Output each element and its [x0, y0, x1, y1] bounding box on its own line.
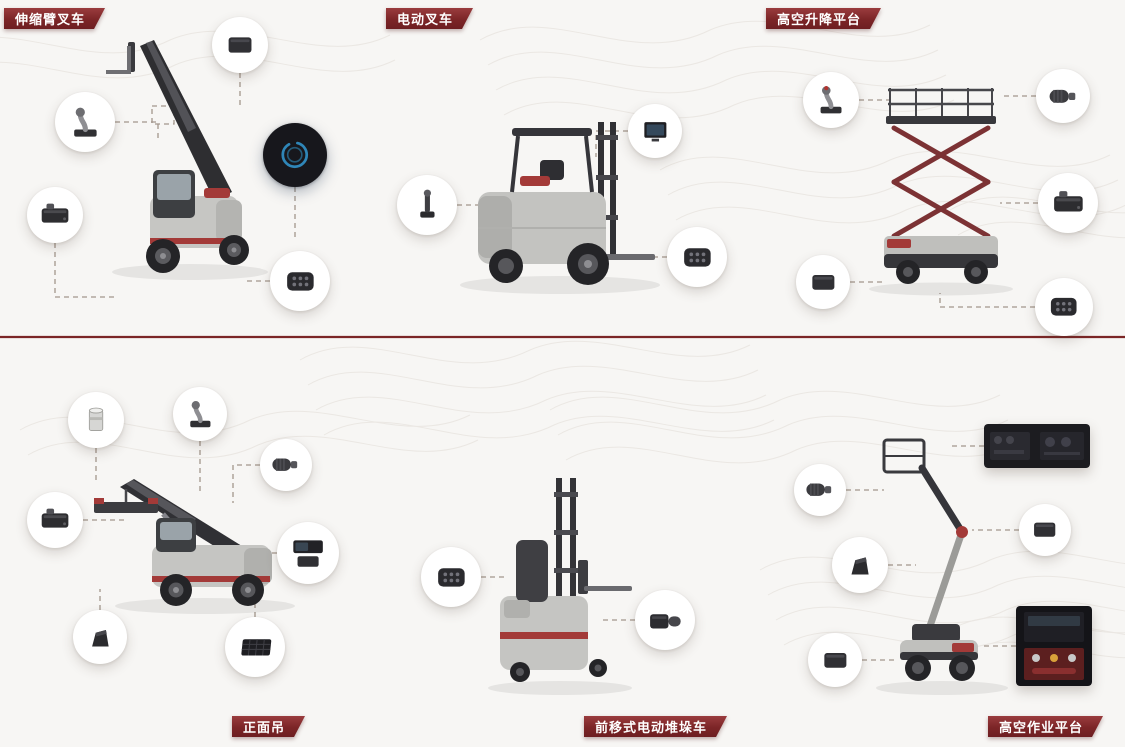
lever-sensor-icon — [407, 185, 448, 226]
component-bubble-filter-cylinder — [68, 392, 124, 448]
component-bubble-drive-motor — [1036, 69, 1090, 123]
component-bubble-power-module — [796, 255, 850, 309]
connector-plate-icon — [677, 237, 718, 278]
control-station-icon — [1016, 606, 1092, 686]
component-bubble-joystick — [55, 92, 115, 152]
foot-pedal-icon — [841, 546, 879, 584]
reach-stacker-image — [94, 479, 295, 614]
component-bubble-power-module — [808, 633, 862, 687]
ribbon-telescopic-forklift: 伸缩臂叉车 — [4, 8, 105, 29]
control-station-image — [1016, 606, 1092, 686]
drive-unit-icon — [645, 600, 686, 641]
foot-pedal-icon — [82, 619, 119, 656]
component-bubble-heat-sink-panel — [225, 617, 285, 677]
callout-connectors — [54, 73, 1038, 661]
component-bubble-controller — [1038, 173, 1098, 233]
heat-sink-panel-icon — [235, 627, 276, 668]
display-unit-icon — [637, 113, 674, 150]
component-bubble-connector — [270, 251, 330, 311]
connector-plate-icon — [1044, 287, 1083, 326]
ribbon-label: 正面吊 — [243, 721, 286, 736]
power-module-icon — [817, 642, 854, 679]
component-bubble-foot-pedal — [832, 537, 888, 593]
instrument-panel-icon — [984, 424, 1090, 468]
connector-plate-icon — [431, 557, 472, 598]
ribbon-label: 电动叉车 — [397, 13, 454, 28]
component-bubble-drive-motor — [794, 464, 846, 516]
filter-cylinder-icon — [77, 401, 115, 439]
telescopic-forklift-image — [106, 40, 268, 280]
component-bubble-lever-sensor — [397, 175, 457, 235]
instrument-panel-image — [984, 424, 1090, 468]
component-bubble-control-box — [212, 17, 268, 73]
joystick-icon — [182, 396, 219, 433]
joystick-icon — [65, 102, 106, 143]
component-bubble-connector — [1035, 278, 1093, 336]
component-bubble-sensor-motor — [260, 439, 312, 491]
joystick-icon — [812, 81, 850, 119]
connector-plate-icon — [280, 261, 321, 302]
ribbon-reach-stacker: 正面吊 — [232, 716, 305, 737]
component-bubble-foot-pedal — [73, 610, 127, 664]
component-bubble-connector — [667, 227, 727, 287]
boom-lift-image — [876, 438, 1008, 695]
sensor-box-icon — [1027, 512, 1062, 547]
component-bubble-drive-unit — [635, 590, 695, 650]
power-module-icon — [805, 264, 842, 301]
drive-motor-icon — [802, 472, 837, 507]
sensor-motor-icon — [268, 447, 303, 482]
component-bubble-display — [628, 104, 682, 158]
control-box-pair-icon — [287, 532, 329, 574]
ribbon-boom-lift: 高空作业平台 — [988, 716, 1103, 737]
component-bubble-sensor-box — [1019, 504, 1071, 556]
ribbon-scissor-lift: 高空升降平台 — [766, 8, 881, 29]
torque-converter-ring-icon — [273, 133, 317, 177]
component-bubble-torque-ring — [263, 123, 327, 187]
controller-icon — [1048, 183, 1089, 224]
controller-icon — [36, 196, 74, 234]
ribbon-reach-truck: 前移式电动堆垛车 — [584, 716, 727, 737]
reach-truck-image — [488, 478, 632, 695]
component-bubble-controller — [27, 187, 83, 243]
electric-forklift-image — [460, 122, 660, 294]
control-box-icon — [221, 26, 259, 64]
ribbon-label: 高空作业平台 — [999, 721, 1084, 736]
component-bubble-controller — [27, 492, 83, 548]
drive-motor-icon — [1045, 78, 1082, 115]
ribbon-label: 前移式电动堆垛车 — [595, 721, 708, 736]
ribbon-electric-forklift: 电动叉车 — [386, 8, 473, 29]
component-bubble-joystick — [803, 72, 859, 128]
scissor-lift-image — [869, 88, 1013, 296]
component-bubble-connector — [421, 547, 481, 607]
component-bubble-joystick — [173, 387, 227, 441]
ribbon-label: 高空升降平台 — [777, 13, 862, 28]
controller-icon — [36, 501, 74, 539]
component-bubble-control-box-pair — [277, 522, 339, 584]
ribbon-label: 伸缩臂叉车 — [15, 13, 86, 28]
